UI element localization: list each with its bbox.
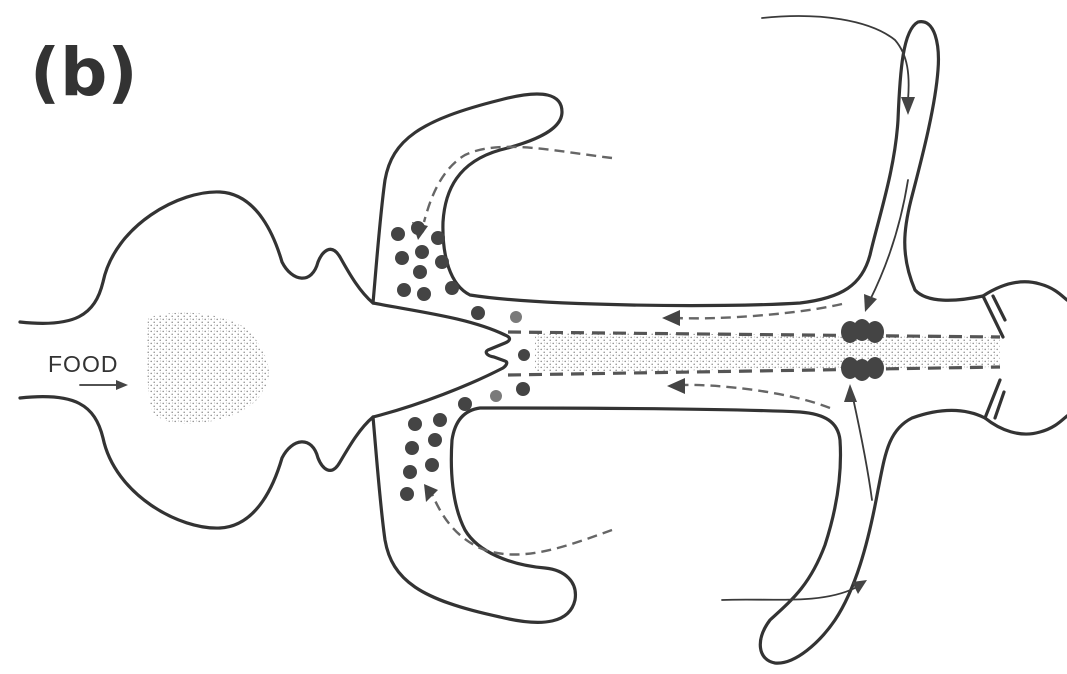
- caecum-ascend-arrowhead: [844, 384, 857, 402]
- caecum-flow-arrowhead-lower: [424, 484, 438, 502]
- pylorus-upper: [983, 296, 1005, 337]
- caecum-descend-arrowhead: [864, 294, 877, 312]
- particles-lower-caecum: [400, 349, 530, 501]
- backflow-arrowhead-lower: [667, 378, 685, 394]
- backflow-arrowhead-upper: [662, 310, 680, 326]
- gut-outline-lower: [20, 397, 985, 664]
- proventriculus-wall: [373, 303, 510, 417]
- pylorus-lower: [985, 380, 1004, 418]
- food-label: FOOD: [48, 353, 118, 376]
- crop-food-mass: [147, 313, 269, 424]
- caecum-flow-arrow-lower: [432, 494, 612, 555]
- backflow-arrow-lower: [682, 385, 830, 408]
- food-arrowhead: [116, 380, 128, 390]
- caecum-entry-arrowhead-upper: [901, 97, 915, 115]
- gut-outline-upper: [20, 22, 983, 324]
- particle-cluster-lower: [841, 357, 884, 381]
- caecum-descend-arrow: [870, 180, 908, 300]
- hindgut-outline: [983, 282, 1067, 300]
- particle-cluster-upper: [841, 319, 884, 343]
- hindgut-outline-lower: [985, 416, 1067, 434]
- caecum-entry-arrow-upper: [762, 16, 909, 100]
- midgut-food-column: [535, 332, 1000, 372]
- caecum-entry-arrowhead-lower: [852, 580, 867, 594]
- caecum-ascend-arrow: [853, 398, 872, 500]
- caecum-entry-arrow-lower: [722, 588, 855, 600]
- panel-label: (b): [30, 40, 138, 106]
- particles-upper-caecum: [391, 221, 522, 323]
